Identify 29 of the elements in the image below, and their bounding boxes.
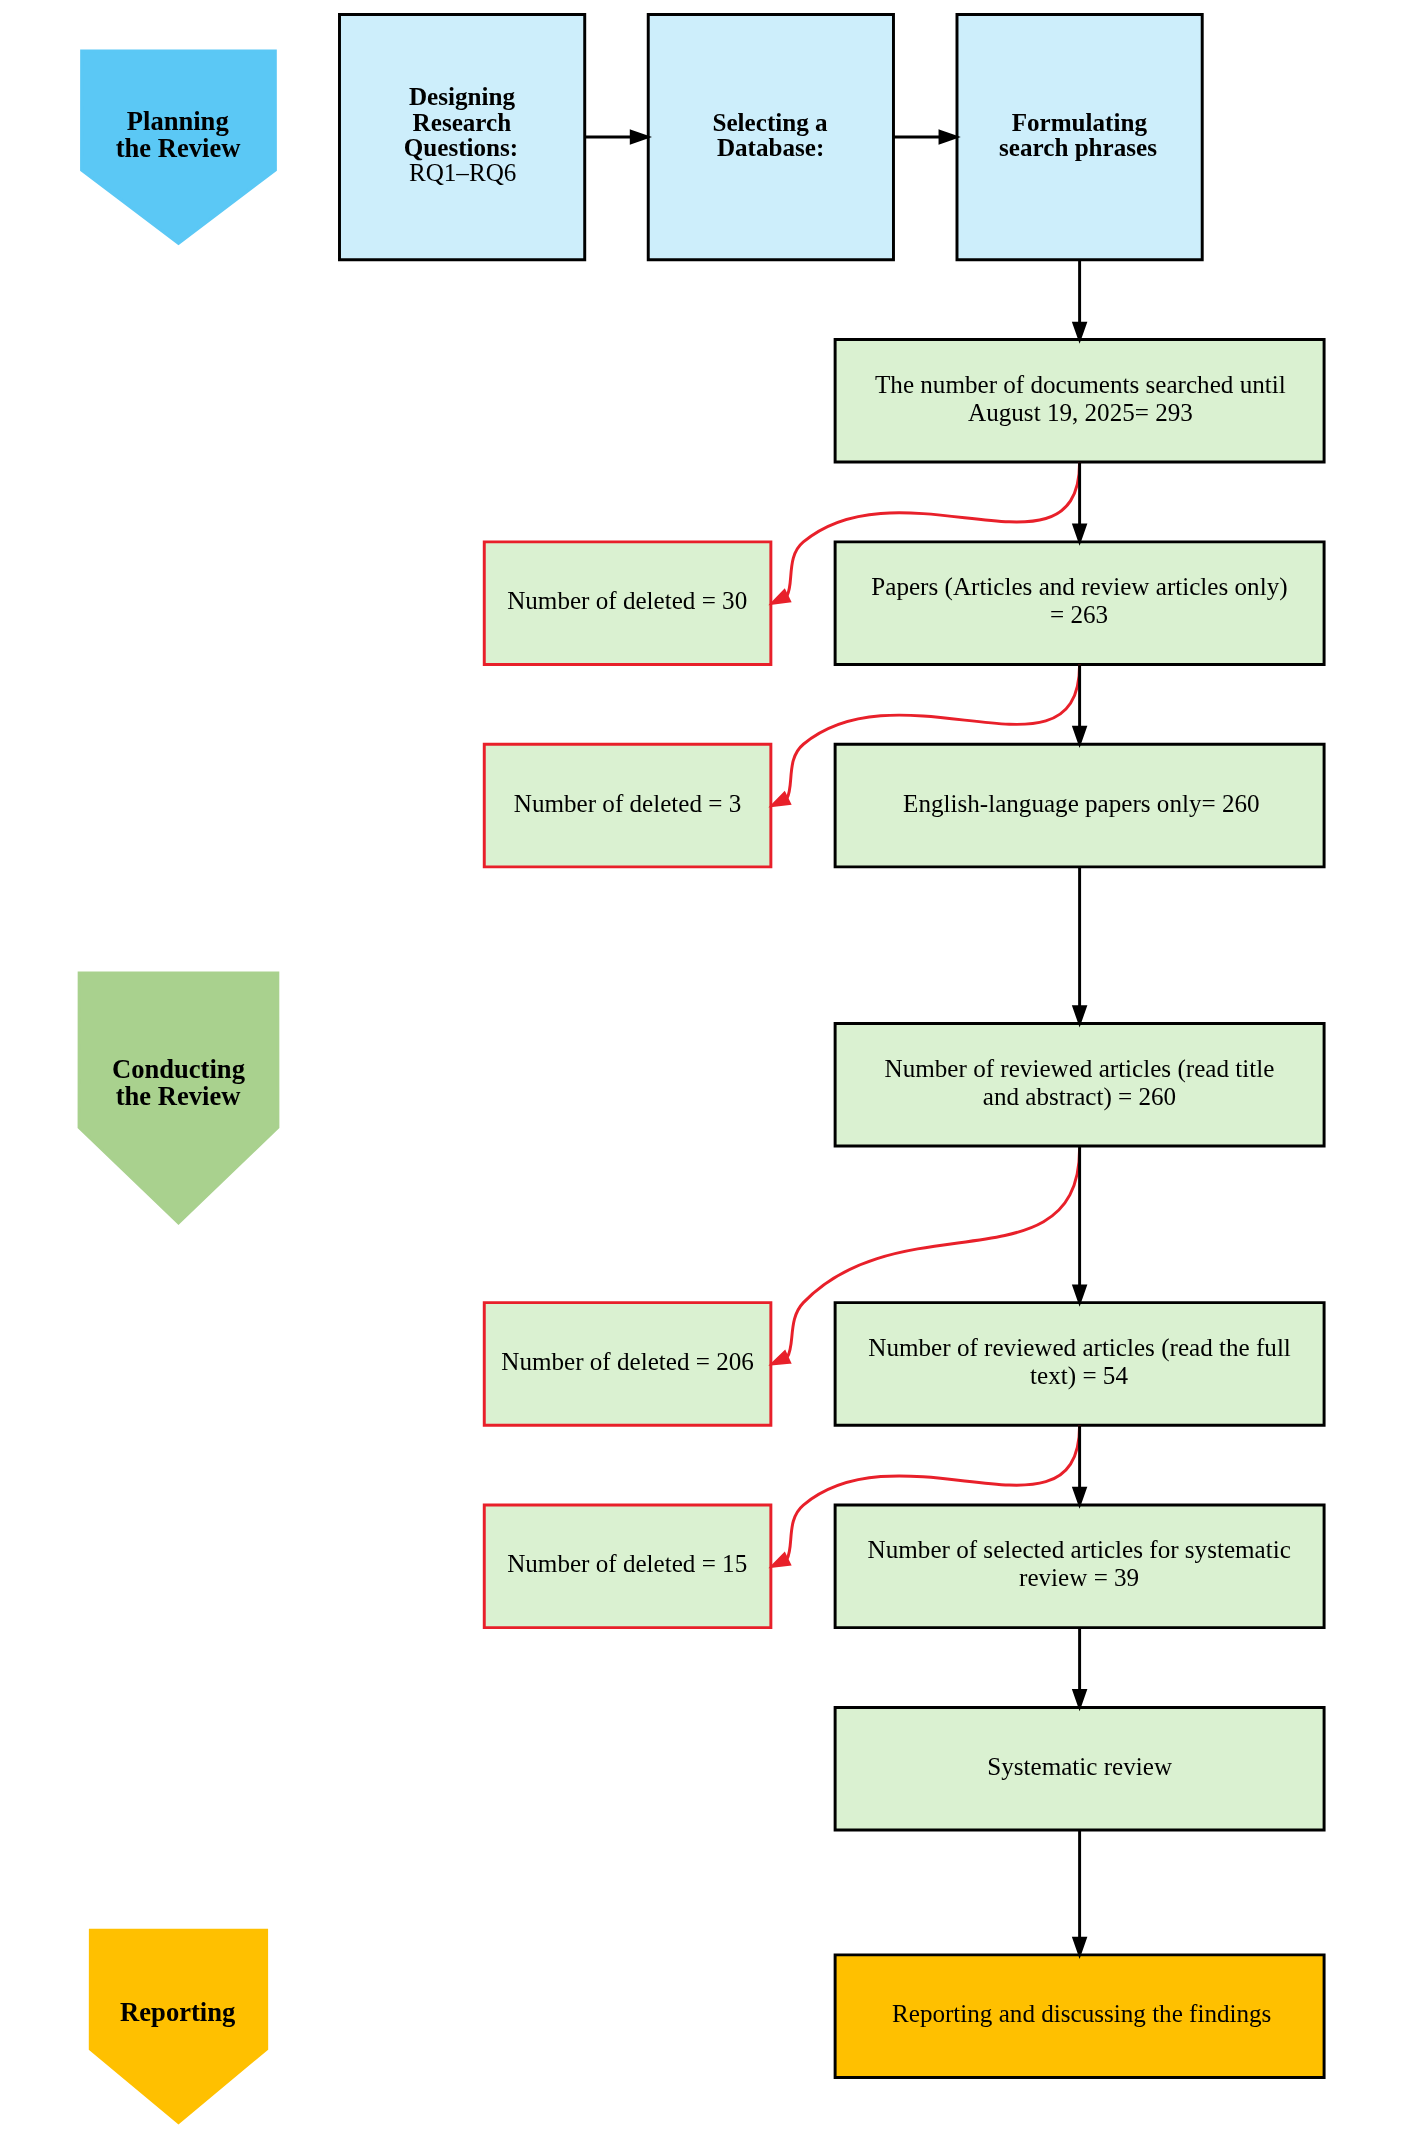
arrow bbox=[585, 129, 652, 145]
arrow bbox=[1071, 462, 1088, 546]
node-box: Number of deleted = 30 bbox=[482, 540, 773, 666]
arrow bbox=[768, 461, 1082, 606]
node-box: Formulating search phrases bbox=[955, 13, 1204, 262]
node-box: Papers (Articles and review articles only) = 263 bbox=[833, 540, 1326, 666]
arrow bbox=[768, 664, 1082, 808]
node-box: Number of deleted = 206 bbox=[482, 1301, 773, 1427]
node-box: The number of documents searched until August 19, 2025= 293 bbox=[833, 338, 1326, 464]
node-box: Systematic review bbox=[833, 1705, 1326, 1832]
node-box: English-language papers only= 260 bbox=[833, 742, 1326, 869]
node-box: Reporting and discussing the findings bbox=[833, 1953, 1326, 2079]
arrow bbox=[1071, 259, 1088, 344]
arrow bbox=[1071, 1830, 1088, 1959]
arrow bbox=[1071, 1627, 1088, 1712]
node-box: Number of deleted = 3 bbox=[482, 742, 773, 869]
arrow bbox=[1071, 866, 1088, 1028]
node-box: Number of reviewed articles (read the full text) = 54 bbox=[833, 1301, 1326, 1427]
arrow bbox=[768, 1148, 1082, 1366]
arrow bbox=[893, 129, 961, 145]
arrow bbox=[1071, 664, 1088, 749]
node-box: Selecting a Database: bbox=[646, 13, 895, 262]
arrow bbox=[1071, 1146, 1088, 1307]
node-box: Number of selected articles for systematic review = 39 bbox=[833, 1503, 1326, 1630]
node-box: Designing Research Questions: RQ1–RQ6 bbox=[338, 13, 587, 262]
arrow bbox=[768, 1425, 1082, 1569]
node-box: Number of deleted = 15 bbox=[482, 1503, 773, 1630]
node-box: Number of reviewed articles (read title and abstract) = 260 bbox=[833, 1021, 1326, 1148]
arrow bbox=[1071, 1425, 1088, 1509]
